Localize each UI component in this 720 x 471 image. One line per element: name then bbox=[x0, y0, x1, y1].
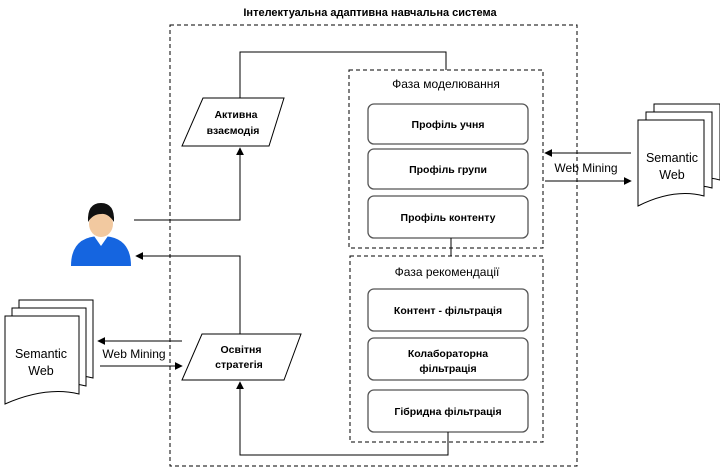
modeling-phase-boundary bbox=[348, 69, 544, 249]
semantic-web-left-line2: Web bbox=[28, 364, 54, 378]
profile-group-box bbox=[367, 148, 529, 190]
semantic-web-left-line1: Semantic bbox=[15, 347, 67, 361]
active-interaction-line2: взаємодія bbox=[207, 125, 260, 137]
education-strategy-shape bbox=[181, 333, 302, 381]
active-interaction-shape bbox=[181, 97, 285, 147]
web-mining-right-label: Web Mining bbox=[554, 161, 617, 175]
hybrid-filtering-label: Гібридна фільтрація bbox=[394, 406, 501, 418]
user-icon bbox=[71, 203, 131, 266]
collaborative-filtering-label-line2: фільтрація bbox=[419, 363, 476, 375]
diagram-title: Інтелектуальна адаптивна навчальна систе… bbox=[243, 7, 497, 19]
modeling-phase-label: Фаза моделювання bbox=[392, 77, 500, 91]
profile-content-box bbox=[367, 195, 529, 239]
arrow-hybrid-to-strategy bbox=[236, 381, 449, 456]
system-boundary bbox=[169, 24, 578, 467]
profile-content-label: Профіль контенту bbox=[401, 212, 496, 224]
profile-student-label: Профіль учня bbox=[412, 119, 485, 131]
education-strategy-line1: Освітня bbox=[221, 344, 262, 356]
semantic-web-right-line1: Semantic bbox=[646, 151, 698, 165]
education-strategy-line2: стратегія bbox=[215, 359, 263, 371]
profile-student-box bbox=[367, 103, 529, 145]
content-filtering-label: Контент - фільтрація bbox=[394, 305, 502, 317]
arrow-strategy-to-user bbox=[135, 252, 241, 334]
active-interaction-line1: Активна bbox=[214, 109, 257, 121]
semantic-web-doc-icon-left bbox=[4, 299, 94, 405]
profile-group-label: Профіль групи bbox=[409, 164, 487, 176]
collaborative-filtering-label-line1: Колабораторна bbox=[408, 348, 488, 360]
content-filtering-box bbox=[367, 288, 529, 332]
semantic-web-right-line2: Web bbox=[659, 168, 685, 182]
recommendation-phase-boundary bbox=[349, 255, 544, 443]
recommendation-phase-label: Фаза рекомендації bbox=[395, 265, 500, 279]
semantic-web-doc-icon-right bbox=[637, 103, 720, 207]
collaborative-filtering-box bbox=[367, 337, 529, 381]
connector-active-to-modeling bbox=[239, 51, 447, 98]
web-mining-left-label: Web Mining bbox=[102, 347, 165, 361]
arrow-user-to-active bbox=[134, 147, 244, 221]
